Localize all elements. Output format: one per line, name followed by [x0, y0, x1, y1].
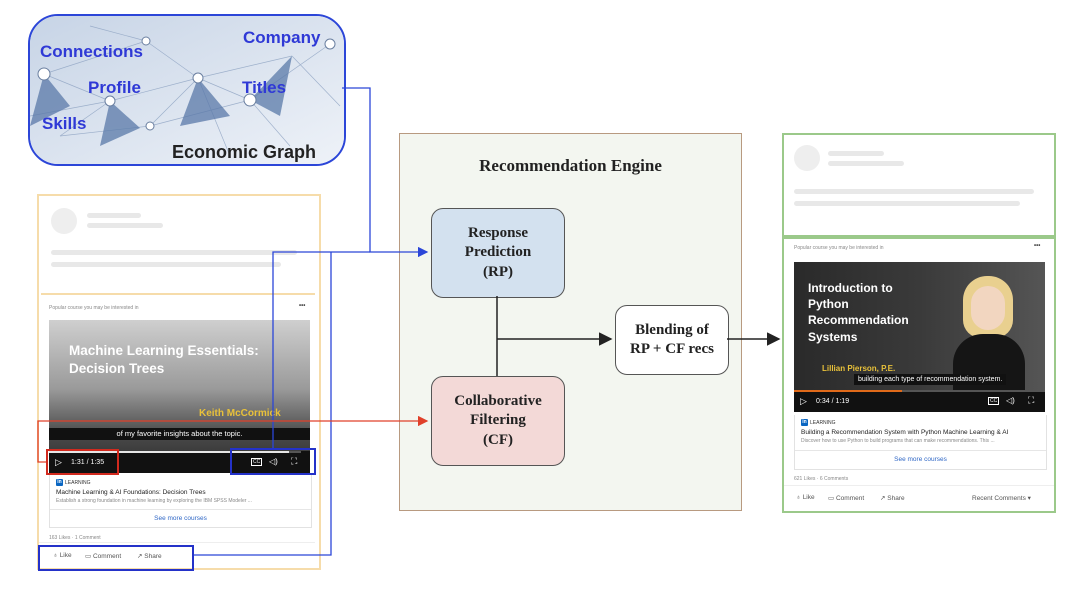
linkedin-icon: in [56, 479, 63, 486]
video-caption: of my favorite insights about the topic. [49, 428, 310, 440]
network-graph-illustration [30, 16, 344, 164]
play-icon[interactable]: ▷ [800, 396, 807, 406]
video-time: 1:31 / 1:35 [71, 459, 105, 466]
right-placeholder-post [782, 133, 1056, 237]
avatar-placeholder [794, 145, 820, 171]
video-title-line3: Recommendation [808, 313, 909, 328]
play-icon[interactable]: ▷ [55, 457, 62, 467]
captions-icon[interactable]: CC [988, 397, 1000, 405]
engine-title: Recommendation Engine [479, 156, 662, 175]
comment-button[interactable]: ▭ Comment [85, 553, 122, 560]
see-more-courses-link[interactable]: See more courses [795, 450, 1046, 469]
recent-comments-dropdown[interactable]: Recent Comments ▾ [972, 495, 1031, 502]
graph-word-titles: Titles [242, 78, 287, 97]
presenter-image [939, 268, 1039, 398]
video-title-line2: Python [808, 297, 849, 312]
graph-word-connections: Connections [40, 42, 143, 61]
more-options-icon[interactable]: ••• [1034, 243, 1041, 249]
placeholder-line [828, 161, 904, 166]
left-feed: Popular course you may be interested in … [37, 194, 321, 570]
like-button[interactable]: ♁ Like [53, 552, 72, 559]
watch-time-highlight [46, 449, 119, 475]
social-actions-highlight [38, 545, 194, 571]
engagement-stats[interactable]: 621 Likes · 6 Comments [794, 476, 849, 482]
volume-icon[interactable]: ◁) [269, 457, 278, 466]
arrow-watchtime-to-cf [37, 415, 429, 463]
placeholder-line [51, 262, 281, 267]
post-header: Popular course you may be interested in [49, 305, 139, 311]
placeholder-line [794, 201, 1020, 206]
video-controls: ▷ 0:34 / 1:19 CC ◁) ⛶ [794, 390, 1045, 412]
video-caption: building each type of recommendation sys… [854, 374, 1007, 385]
avatar-placeholder [51, 208, 77, 234]
presenter-name: Keith McCormick [199, 408, 281, 419]
volume-icon[interactable]: ◁) [1006, 396, 1015, 405]
graph-word-skills: Skills [42, 114, 87, 133]
comment-button[interactable]: ▭ Comment [828, 495, 865, 502]
fullscreen-icon[interactable]: ⛶ [291, 456, 298, 466]
placeholder-line [87, 213, 141, 218]
video-title-line2: Decision Trees [69, 361, 165, 377]
graph-word-profile: Profile [88, 78, 141, 97]
graph-word-company: Company [243, 28, 321, 47]
economic-graph-title: Economic Graph [172, 142, 317, 162]
placeholder-line [794, 189, 1034, 194]
see-more-courses-link[interactable]: See more courses [50, 509, 311, 527]
video-title-line1: Machine Learning Essentials: [69, 343, 259, 358]
like-button[interactable]: ♁ Like [796, 494, 815, 501]
course-description: Establish a strong foundation in machine… [56, 498, 252, 504]
placeholder-line [87, 223, 163, 228]
presenter-name: Lillian Pierson, P.E. [822, 364, 896, 373]
placeholder-line [51, 250, 297, 255]
arrow-actions-to-rp [194, 252, 332, 556]
video-title-line4: Systems [808, 329, 858, 344]
fullscreen-icon[interactable]: ⛶ [1028, 395, 1035, 405]
post-header: Popular course you may be interested in [794, 245, 884, 251]
right-feed: Popular course you may be interested in … [782, 237, 1056, 513]
placeholder-post [41, 198, 315, 295]
player-controls-highlight [230, 448, 316, 475]
course-title[interactable]: Building a Recommendation System with Py… [801, 429, 1009, 436]
economic-graph: Connections Company Profile Titles Skill… [28, 14, 346, 166]
arrow-graph-to-rp [342, 87, 429, 258]
placeholder-line [828, 151, 884, 156]
video-title-line1: Introduction to [808, 281, 893, 295]
video-player[interactable]: Introduction to Python Recommendation Sy… [794, 262, 1045, 412]
video-player[interactable]: Machine Learning Essentials: Decision Tr… [49, 320, 310, 473]
captions-icon[interactable]: CC [251, 458, 263, 466]
video-controls: ▷ 1:31 / 1:35 CC ◁) ⛶ [49, 451, 310, 473]
linkedin-icon: in [801, 419, 808, 426]
course-description: Discover how to use Python to build prog… [801, 438, 995, 444]
video-time: 0:34 / 1:19 [816, 398, 850, 405]
arrow-controls-to-rp [272, 251, 370, 448]
share-button[interactable]: ↗ Share [880, 495, 905, 502]
course-title[interactable]: Machine Learning & AI Foundations: Decis… [56, 489, 206, 496]
engagement-stats[interactable]: 163 Likes · 1 Comment [49, 535, 101, 541]
share-button[interactable]: ↗ Share [137, 553, 162, 560]
more-options-icon[interactable]: ••• [299, 303, 306, 309]
